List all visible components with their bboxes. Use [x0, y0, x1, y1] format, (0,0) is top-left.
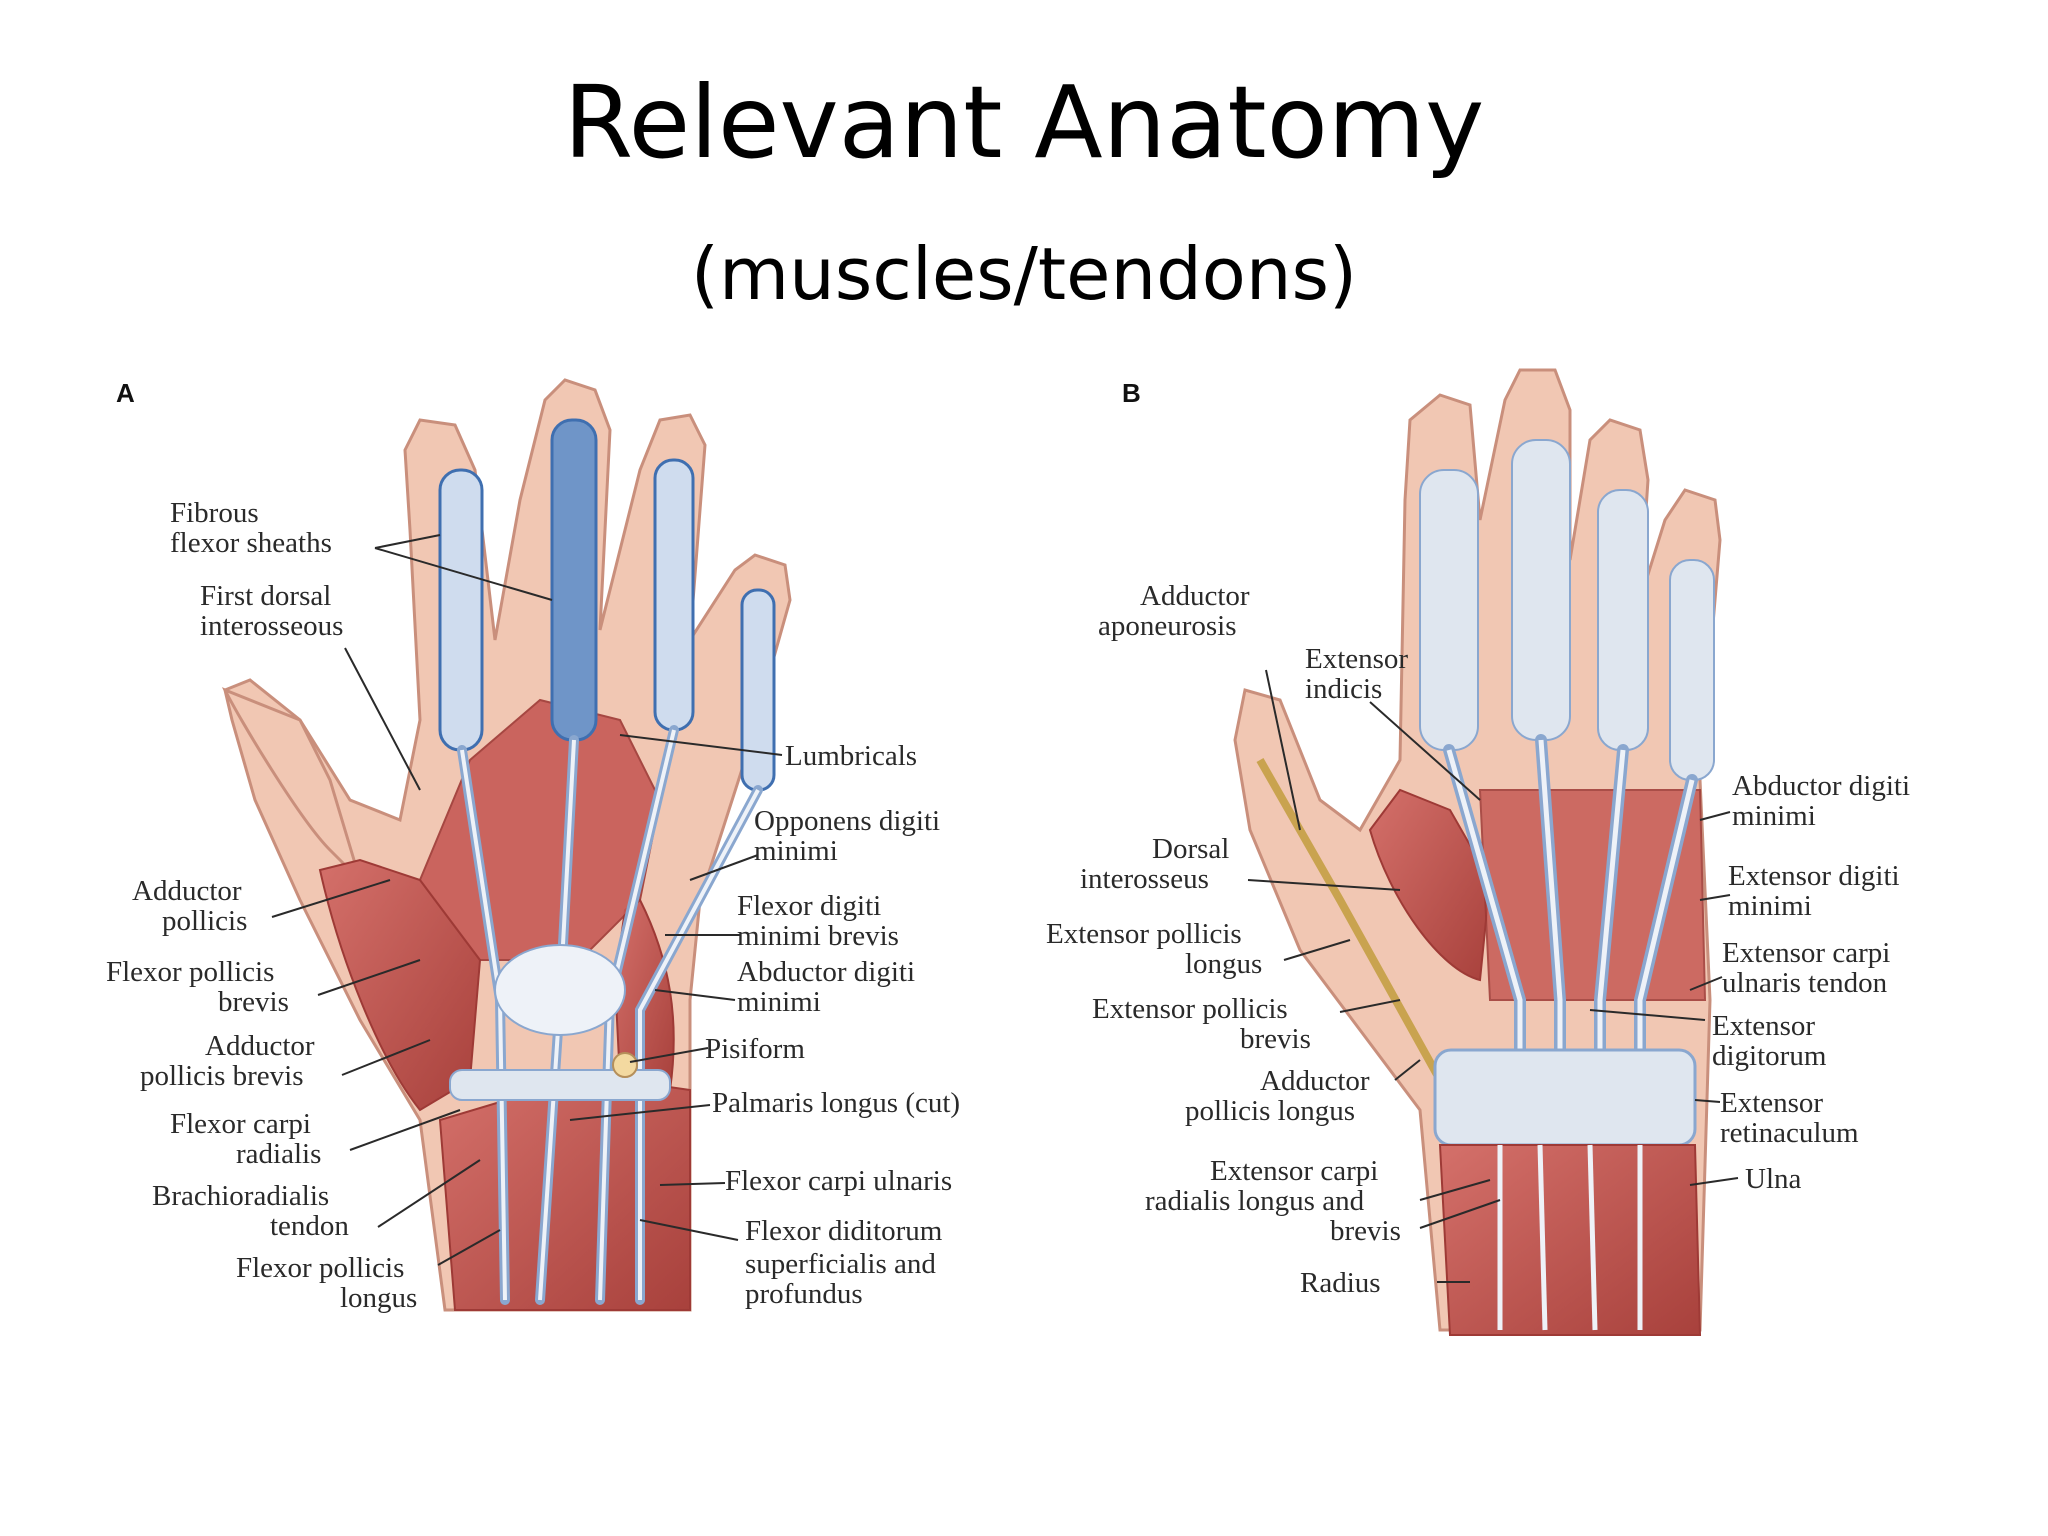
label-abductor-digiti-1: Abductor digiti — [737, 956, 915, 988]
label-extensor-retinaculum-2: retinaculum — [1720, 1117, 1859, 1149]
forearm-muscles — [438, 1078, 691, 1311]
label-flexor-carpi-radialis-1: Flexor carpi — [170, 1108, 311, 1140]
dorsal-forearm-muscles — [1438, 1144, 1702, 1336]
sheath-middle — [550, 418, 598, 742]
label-extensor-indicis-2: indicis — [1305, 673, 1382, 705]
label-abductor-digiti-2: minimi — [737, 986, 821, 1018]
label-extensor-carpi-ulnaris-2: ulnaris tendon — [1722, 967, 1888, 999]
label-extensor-digiti-minimi-2: minimi — [1728, 890, 1812, 922]
label-adductor-pollicis-brevis-1: Adductor — [205, 1030, 315, 1062]
label-extensor-pollicis-brevis-2: brevis — [1240, 1023, 1311, 1055]
label-fibrous-flexor-sheaths-2: flexor sheaths — [170, 527, 332, 559]
dorsal-finger-hoods — [1419, 439, 1715, 781]
label-extensor-carpi-radialis-3: brevis — [1330, 1215, 1401, 1247]
label-first-dorsal-1: First dorsal — [200, 580, 331, 612]
label-radius: Radius — [1300, 1267, 1381, 1299]
label-dorsal-interosseus-1: Dorsal — [1152, 833, 1229, 865]
label-extensor-pollicis-longus-1: Extensor pollicis — [1046, 918, 1242, 950]
panel-a-letter: A — [116, 378, 135, 408]
label-brachioradialis-2: tendon — [270, 1210, 349, 1242]
panel-b-letter: B — [1122, 378, 1141, 408]
label-fibrous-flexor-sheaths-1: Fibrous — [170, 497, 259, 529]
panel-b-leader-lines — [1247, 669, 1739, 1283]
pisiform-bone — [612, 1052, 638, 1078]
label-adductor-pollicis-longus-2: pollicis longus — [1185, 1095, 1355, 1127]
label-extensor-digitorum-1: Extensor — [1712, 1010, 1815, 1042]
label-flexor-pollicis-brevis-1: Flexor pollicis — [106, 956, 274, 988]
sheath-index — [438, 468, 484, 752]
label-adductor-pollicis-longus-1: Adductor — [1260, 1065, 1370, 1097]
label-flexor-digiti-2: minimi brevis — [737, 920, 899, 952]
label-extensor-retinaculum-1: Extensor — [1720, 1087, 1823, 1119]
label-dorsal-interosseus-2: interosseus — [1080, 863, 1209, 895]
label-flexor-pollicis-brevis-2: brevis — [218, 986, 289, 1018]
label-extensor-digiti-minimi-1: Extensor digiti — [1728, 860, 1900, 892]
label-extensor-carpi-ulnaris-1: Extensor carpi — [1722, 937, 1890, 969]
dorsal-hand-drawing — [1233, 368, 1722, 1336]
label-adductor-pollicis-1: Adductor — [132, 875, 242, 907]
palmar-aponeurosis — [494, 944, 626, 1036]
slide-subtitle: (muscles/tendons) — [690, 232, 1358, 316]
label-extensor-digitorum-2: digitorum — [1712, 1040, 1827, 1072]
slide-title: Relevant Anatomy — [563, 64, 1485, 181]
label-adductor-pollicis-2: pollicis — [162, 905, 247, 937]
label-first-dorsal-2: interosseous — [200, 610, 343, 642]
panel-b-labels: Adductor aponeurosis Extensor indicis Ab… — [1046, 580, 1910, 1299]
label-opponens-1: Opponens digiti — [754, 805, 940, 837]
sheath-ring — [653, 458, 695, 732]
panel-a-labels: Fibrous flexor sheaths First dorsal inte… — [106, 497, 960, 1314]
sheath-little — [740, 588, 776, 792]
label-extensor-carpi-radialis-1: Extensor carpi — [1210, 1155, 1378, 1187]
label-extensor-carpi-radialis-2: radialis longus and — [1145, 1185, 1365, 1217]
label-adductor-aponeurosis-2: aponeurosis — [1098, 610, 1237, 642]
label-adductor-pollicis-brevis-2: pollicis brevis — [140, 1060, 304, 1092]
label-abductor-digiti-minimi-1: Abductor digiti — [1732, 770, 1910, 802]
label-flexor-pollicis-longus-2: longus — [340, 1282, 417, 1314]
wrist-tendon-band — [449, 1069, 671, 1101]
dorsal-interosseus-muscle — [1368, 788, 1492, 982]
label-flexor-digiti-1: Flexor digiti — [737, 890, 881, 922]
label-flexor-diditorum-3: profundus — [745, 1278, 863, 1310]
label-extensor-pollicis-longus-2: longus — [1185, 948, 1262, 980]
label-flexor-carpi-radialis-2: radialis — [236, 1138, 321, 1170]
label-flexor-pollicis-longus-1: Flexor pollicis — [236, 1252, 404, 1284]
label-opponens-2: minimi — [754, 835, 838, 867]
label-flexor-diditorum-2: superficialis and — [745, 1248, 936, 1280]
label-flexor-diditorum-1: Flexor diditorum — [745, 1215, 943, 1247]
label-lumbricals: Lumbricals — [785, 740, 917, 772]
label-abductor-digiti-minimi-2: minimi — [1732, 800, 1816, 832]
label-extensor-indicis-1: Extensor — [1305, 643, 1408, 675]
panel-a-leader-lines — [271, 534, 783, 1266]
label-pisiform: Pisiform — [705, 1033, 805, 1065]
label-adductor-aponeurosis-1: Adductor — [1140, 580, 1250, 612]
extensor-retinaculum — [1433, 1048, 1697, 1147]
thumb-extensor-tendons — [1256, 758, 1444, 1082]
label-flexor-carpi-ulnaris: Flexor carpi ulnaris — [725, 1165, 952, 1197]
label-ulna: Ulna — [1745, 1163, 1802, 1195]
label-brachioradialis-1: Brachioradialis — [152, 1180, 329, 1212]
palmar-hand-drawing — [221, 378, 792, 1312]
label-extensor-pollicis-brevis-1: Extensor pollicis — [1092, 993, 1288, 1025]
label-palmaris-longus: Palmaris longus (cut) — [712, 1087, 960, 1119]
